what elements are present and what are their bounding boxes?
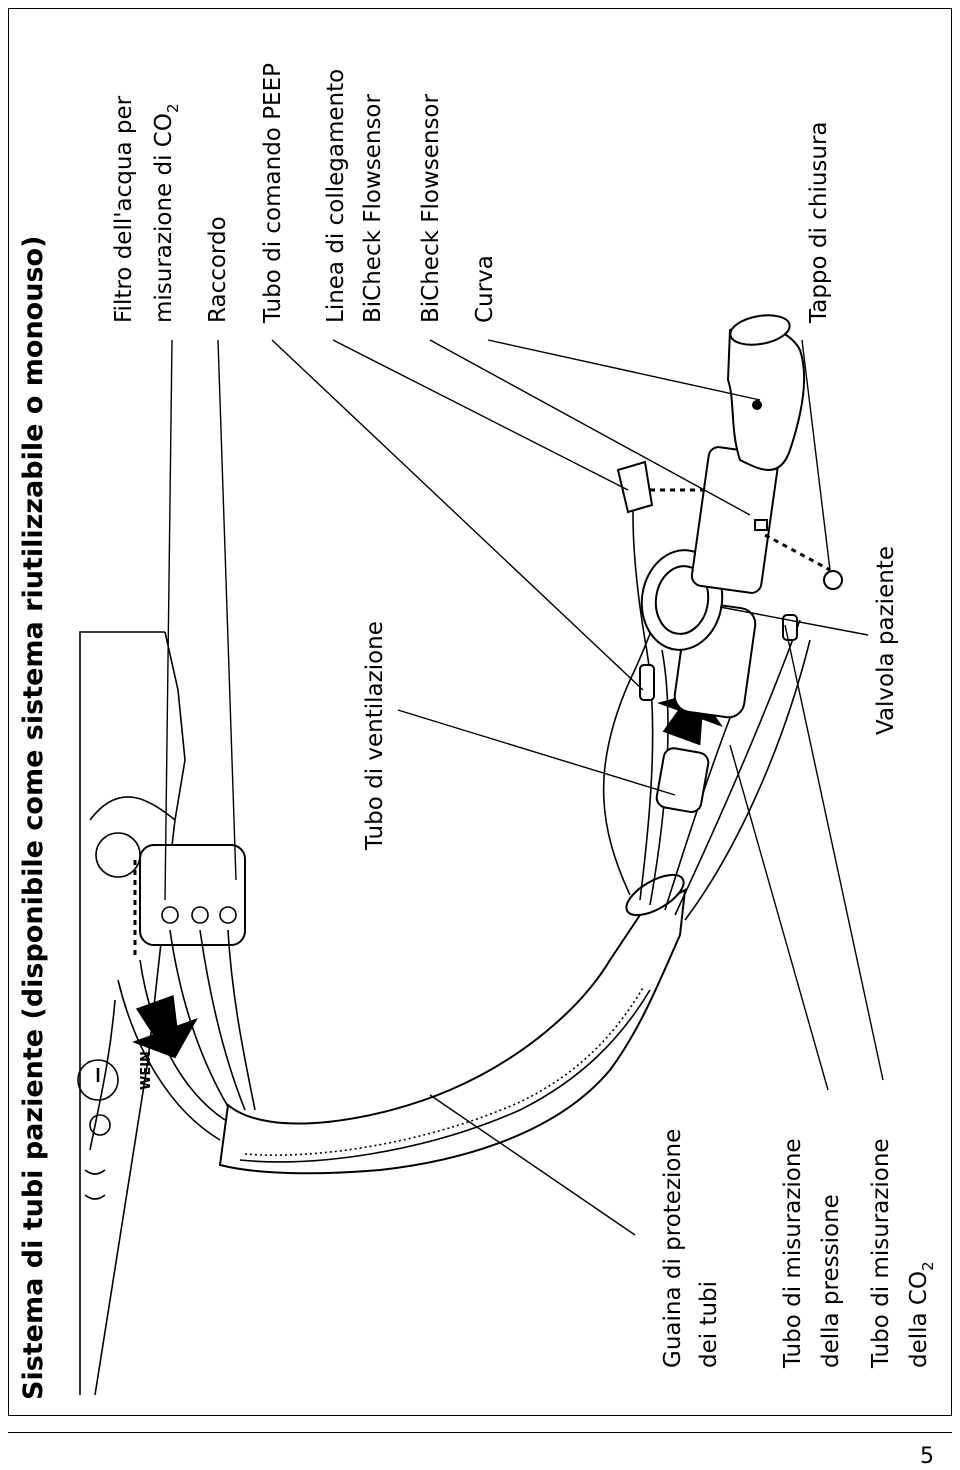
- label-tubo-peep: Tubo di comando PEEP: [260, 63, 286, 324]
- connect-arrow-icon: [132, 994, 198, 1059]
- label-linea-line1: Linea di collegamento: [323, 69, 349, 323]
- label-bicheck: BiCheck Flowsensor: [418, 94, 444, 323]
- connection-plug: [616, 460, 654, 514]
- page-frame: [8, 8, 952, 1416]
- label-pressione-line1: Tubo di misurazione: [780, 1138, 806, 1369]
- diagram-title: Sistema di tubi paziente (disponibile co…: [18, 236, 49, 1400]
- label-co2-line2: della CO2: [906, 1261, 937, 1368]
- protective-sleeve: [218, 873, 687, 1175]
- labels: Filtro dell'acqua per misurazione di CO2…: [111, 63, 937, 1369]
- label-guaina-line2: dei tubi: [696, 1281, 722, 1368]
- tube-bundle-left: [117, 929, 256, 1141]
- label-pressione-line2: della pressione: [818, 1194, 844, 1368]
- label-tappo: Tappo di chiusura: [806, 121, 832, 324]
- label-guaina-line1: Guaina di protezione: [660, 1129, 686, 1368]
- bottom-rule: [8, 1432, 952, 1433]
- closure-cap: [823, 570, 843, 590]
- label-valvola: Valvola paziente: [873, 546, 899, 735]
- label-curva: Curva: [472, 255, 498, 323]
- label-tubo-ventilazione: Tubo di ventilazione: [362, 621, 388, 851]
- elbow-curva: [726, 325, 806, 471]
- label-co2-line1: Tubo di misurazione: [868, 1138, 894, 1369]
- patient-valve-assembly: [616, 314, 843, 719]
- device-logo: WEIN: [139, 1051, 154, 1090]
- label-raccordo: Raccordo: [205, 216, 231, 323]
- leader-lines: [164, 339, 884, 1236]
- page-number: 5: [920, 1444, 934, 1469]
- label-filtro-line1: Filtro dell'acqua per: [111, 95, 137, 323]
- label-linea-line2: BiCheck Flowsensor: [360, 94, 386, 323]
- raccordo-connector: [133, 844, 246, 955]
- power-icon[interactable]: [77, 1059, 119, 1101]
- label-filtro-line2: misurazione di CO2: [151, 104, 182, 324]
